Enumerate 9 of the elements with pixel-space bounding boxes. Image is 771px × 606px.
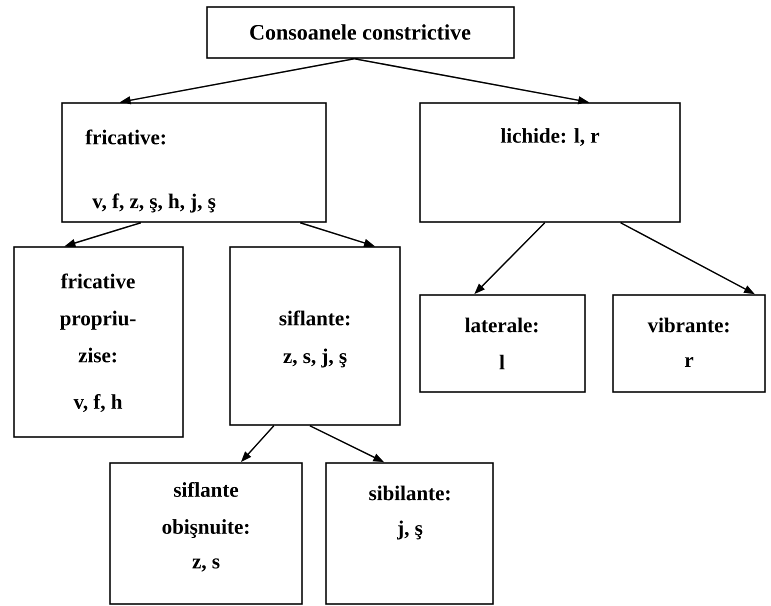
text-box: fricative propriu-zise: v, f, h <box>13 246 184 438</box>
text-box: lichide: l, r <box>419 102 681 223</box>
text-box: fricative: v, f, z, ş, h, j, ş <box>61 102 327 223</box>
text-box: siflante: z, s, j, ş <box>229 246 401 426</box>
text-box: vibrante: r <box>612 294 766 393</box>
text-box: sibilante: j, ş <box>325 462 494 605</box>
text-box: laterale: l <box>419 294 586 393</box>
text-box: Consoanele constrictive <box>206 6 515 59</box>
text-box: siflante obişnuite: z, s <box>109 462 303 605</box>
